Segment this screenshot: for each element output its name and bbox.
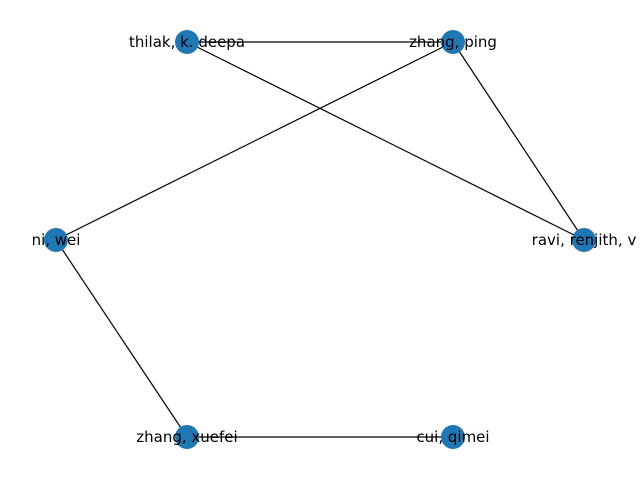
node-cui-qimei bbox=[441, 425, 465, 449]
node-zhang-ping bbox=[441, 30, 465, 54]
edge-zhang-ping-ravi bbox=[452, 41, 585, 241]
edge-thilak-ravi bbox=[186, 41, 585, 241]
node-thilak bbox=[175, 30, 199, 54]
edges-layer bbox=[55, 41, 585, 438]
edge-zhang-ping-ni-wei bbox=[55, 41, 454, 241]
labels-layer: thilak, k. deepa zhang, ping ni, wei ravi, … bbox=[32, 33, 637, 446]
node-label-zhang-xuefei: zhang, xuefei bbox=[136, 428, 237, 446]
node-ravi bbox=[572, 228, 596, 252]
nodes-layer bbox=[44, 30, 596, 449]
node-label-zhang-ping: zhang, ping bbox=[409, 33, 497, 51]
node-ni-wei bbox=[44, 228, 68, 252]
node-label-thilak: thilak, k. deepa bbox=[129, 33, 245, 51]
node-label-cui-qimei: cui, qimei bbox=[416, 428, 489, 446]
edge-ni-wei-zhang-xuefei bbox=[55, 239, 188, 438]
node-label-ni-wei: ni, wei bbox=[32, 231, 81, 249]
node-zhang-xuefei bbox=[175, 425, 199, 449]
node-label-ravi: ravi, renjith, v bbox=[532, 231, 637, 249]
